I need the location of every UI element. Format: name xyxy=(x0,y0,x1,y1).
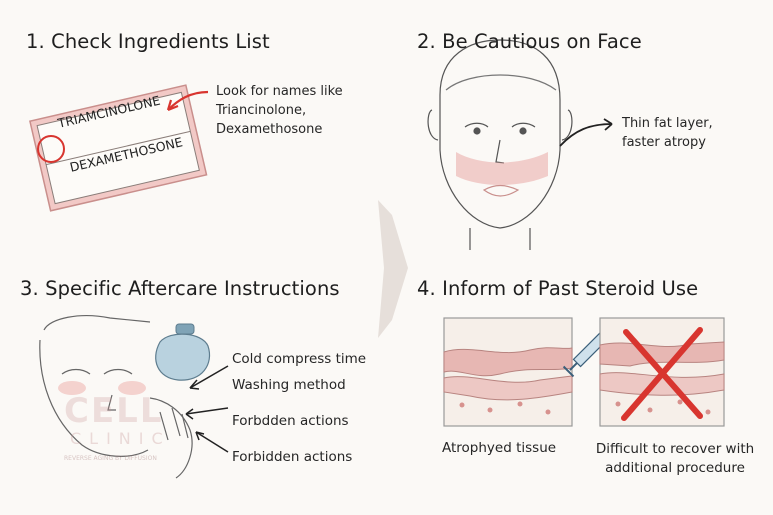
aftercare-face-sketch xyxy=(39,315,193,479)
watermark-tagline: REVERSE AGING BY DIFFUSION xyxy=(64,455,157,462)
ingredient-label-card xyxy=(29,84,208,212)
aftercare-item-forbidden-1: Forbdden actions xyxy=(232,413,349,429)
aftercare-item-washing: Washing method xyxy=(232,377,346,393)
watermark-line2: CLINIC xyxy=(70,429,171,448)
tissue-after-caption: Difficult to recover with additional pro… xyxy=(595,441,755,476)
face-note: Thin fat layer, faster atropy xyxy=(622,116,713,150)
section-title-4: 4. Inform of Past Steroid Use xyxy=(417,277,699,300)
center-divider-arrow xyxy=(378,200,408,338)
section-title-2: 2. Be Cautious on Face xyxy=(417,30,642,53)
highlight-circle xyxy=(37,135,65,163)
face-sketch xyxy=(427,39,573,250)
tissue-before-caption: Atrophyed tissue xyxy=(442,440,557,456)
pointer-arrows-3 xyxy=(185,365,229,453)
aftercare-item-forbidden-2: Forbidden actions xyxy=(232,449,353,465)
watermark-brand: CELL xyxy=(64,391,164,431)
clinic-watermark: CELL CLINIC REVERSE AGING BY DIFFUSION xyxy=(60,391,200,475)
cheek-band xyxy=(456,152,548,185)
section-title-3: 3. Specific Aftercare Instructions xyxy=(20,277,340,300)
pointer-arrow-1 xyxy=(167,90,209,111)
cross-out-icon xyxy=(621,327,703,421)
section-title-1: 1. Check Ingredients List xyxy=(26,30,270,53)
tissue-before xyxy=(443,317,573,427)
ice-pack-icon xyxy=(155,323,210,381)
aftercare-item-cold-compress: Cold compress time xyxy=(232,351,367,367)
pointer-arrow-2 xyxy=(559,123,613,147)
ingredient-note: Look for names like Triancinolone, Dexam… xyxy=(216,84,343,137)
